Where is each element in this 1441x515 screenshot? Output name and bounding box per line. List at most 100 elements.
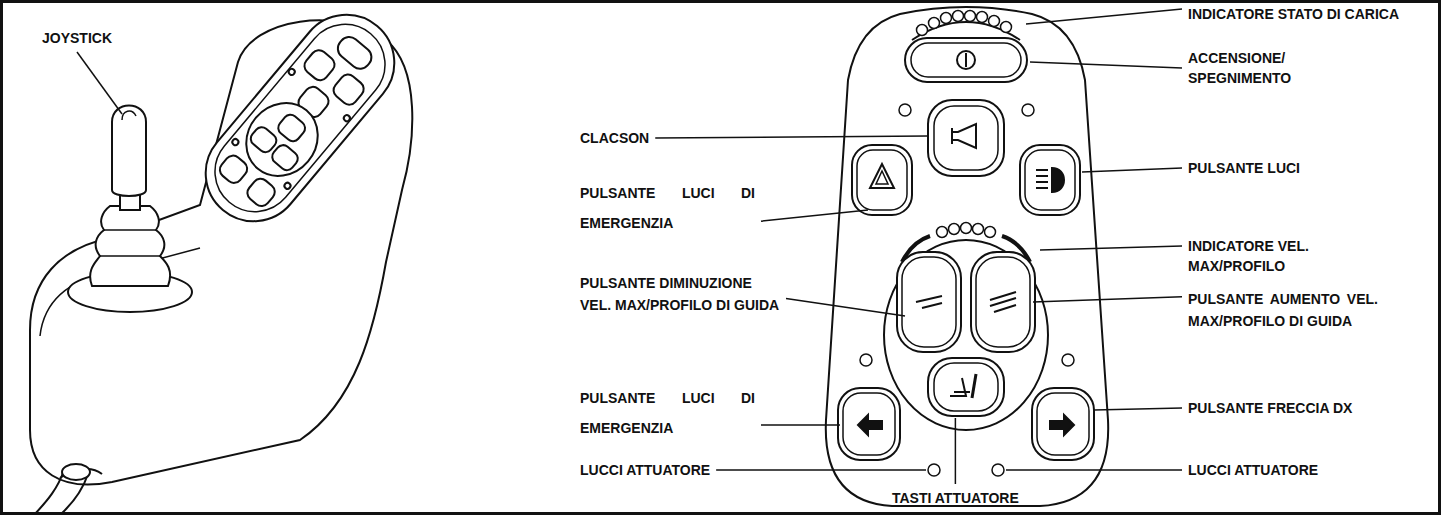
speed-indicator-part bbox=[949, 224, 960, 235]
joystick-boot-part bbox=[90, 206, 170, 286]
callout-label: TASTI ATTUATORE bbox=[892, 488, 1019, 508]
callout-label: PULSANTE AUMENTO VEL. MAX/PROFILO DI GUI… bbox=[1188, 288, 1378, 332]
horn-button-part bbox=[934, 106, 998, 170]
charge-indicator-part bbox=[941, 13, 952, 24]
speed-buttons-part bbox=[902, 257, 956, 347]
controller-keypad-part bbox=[343, 114, 351, 122]
horn-button-part bbox=[928, 100, 1004, 176]
actuator-button-part bbox=[928, 358, 1004, 416]
charge-indicator-part bbox=[953, 11, 964, 22]
arrow-buttons bbox=[838, 388, 1094, 460]
power-button bbox=[905, 38, 1027, 82]
leader-line bbox=[655, 136, 928, 138]
controller-keypad-part bbox=[269, 142, 300, 173]
speed-indicator-part bbox=[985, 227, 996, 238]
charge-indicator-part bbox=[977, 12, 988, 23]
charge-indicator-part bbox=[929, 18, 940, 29]
hazard-button bbox=[852, 145, 912, 215]
controller-keypad-part bbox=[231, 138, 239, 146]
controller-keypad-part bbox=[217, 152, 251, 186]
arrow-buttons-part bbox=[858, 415, 882, 435]
hazard-button-part bbox=[876, 171, 888, 184]
cable-part bbox=[62, 464, 90, 480]
actuator-button-part bbox=[950, 378, 970, 396]
speed-buttons-part bbox=[916, 296, 942, 308]
speed-buttons bbox=[884, 240, 1048, 430]
arrow-buttons-part bbox=[1050, 415, 1074, 435]
joystick-boot bbox=[68, 206, 192, 312]
actuator-led bbox=[928, 464, 1004, 476]
charge-indicator-part bbox=[1001, 22, 1012, 33]
controller-keypad-part bbox=[199, 8, 402, 228]
controller-keypad-part bbox=[283, 182, 291, 190]
callout-label: PULSANTE LUCI DI EMERGENZIA bbox=[580, 383, 755, 443]
status-led-part bbox=[1022, 104, 1034, 116]
charge-indicator-part bbox=[917, 25, 928, 36]
actuator-button-part bbox=[972, 374, 976, 398]
power-button-part bbox=[905, 38, 1027, 82]
leader-line bbox=[77, 52, 122, 114]
lights-button bbox=[1020, 145, 1080, 215]
joystick-knob-part bbox=[122, 111, 136, 120]
leader-line bbox=[1094, 408, 1182, 410]
controller-keypad-part bbox=[244, 175, 278, 209]
speed-buttons-part bbox=[976, 257, 1030, 347]
controller-keypad-part bbox=[330, 71, 367, 108]
leader-line bbox=[716, 469, 926, 471]
arrow-buttons-part bbox=[843, 393, 895, 455]
cable bbox=[34, 464, 90, 515]
arrow-buttons-part bbox=[838, 388, 900, 460]
controller-keypad-part bbox=[186, 0, 414, 241]
power-button-part bbox=[911, 43, 1021, 77]
actuator-button-part bbox=[934, 363, 998, 411]
leader-line bbox=[1040, 246, 1182, 250]
hazard-button-part bbox=[857, 150, 907, 210]
leader-line bbox=[1030, 62, 1182, 68]
keypad-outline-part bbox=[826, 7, 1108, 506]
callout-label: INDICATORE STATO DI CARICA bbox=[1188, 4, 1423, 24]
callout-label: PULSANTE LUCI bbox=[1188, 158, 1300, 178]
horn-button-part bbox=[952, 124, 976, 148]
keypad-outline bbox=[826, 7, 1108, 506]
arrow-buttons-part bbox=[1037, 393, 1089, 455]
controller-keypad bbox=[186, 0, 414, 241]
leader-line bbox=[1033, 297, 1182, 302]
leader-line bbox=[786, 298, 905, 316]
controller-keypad-part bbox=[275, 112, 308, 144]
joystick-boot-part bbox=[100, 230, 160, 256]
actuator-led-part bbox=[992, 464, 1004, 476]
callout-label: PULSANTE FRECCIA DX bbox=[1188, 398, 1352, 418]
speed-buttons-part bbox=[897, 252, 961, 352]
callout-label: LUCCI ATTUATORE bbox=[580, 460, 710, 480]
horn-button bbox=[928, 100, 1004, 176]
leader-line bbox=[955, 418, 957, 484]
hazard-button-part bbox=[870, 164, 894, 188]
callout-label: CLACSON bbox=[580, 128, 649, 148]
charge-indicator-part bbox=[965, 11, 976, 22]
leader-line bbox=[1082, 168, 1182, 172]
speed-indicator-part bbox=[973, 224, 984, 235]
status-led-part bbox=[899, 104, 911, 116]
status-led-part bbox=[1062, 354, 1074, 366]
charge-indicator bbox=[912, 11, 1020, 41]
cable-part bbox=[34, 470, 64, 515]
lights-button-part bbox=[1020, 145, 1080, 215]
hazard-button-part bbox=[852, 145, 912, 215]
power-button-part bbox=[965, 53, 967, 67]
lights-button-part bbox=[1025, 150, 1075, 210]
controller-housing bbox=[30, 20, 412, 484]
charge-indicator-part bbox=[989, 16, 1000, 27]
arrow-buttons-part bbox=[1032, 388, 1094, 460]
lights-button-part bbox=[1052, 168, 1064, 192]
joystick-knob bbox=[112, 106, 146, 211]
controller-keypad-part bbox=[232, 88, 333, 190]
actuator-button bbox=[928, 358, 1004, 416]
speed-buttons-part bbox=[990, 292, 1016, 312]
joystick-knob-part bbox=[112, 106, 146, 197]
speed-indicator-part bbox=[961, 223, 972, 234]
callout-label: LUCCI ATTUATORE bbox=[1188, 460, 1318, 480]
callout-label: PULSANTE LUCI DI EMERGENZIA bbox=[580, 178, 755, 238]
leader-line bbox=[1026, 9, 1182, 24]
